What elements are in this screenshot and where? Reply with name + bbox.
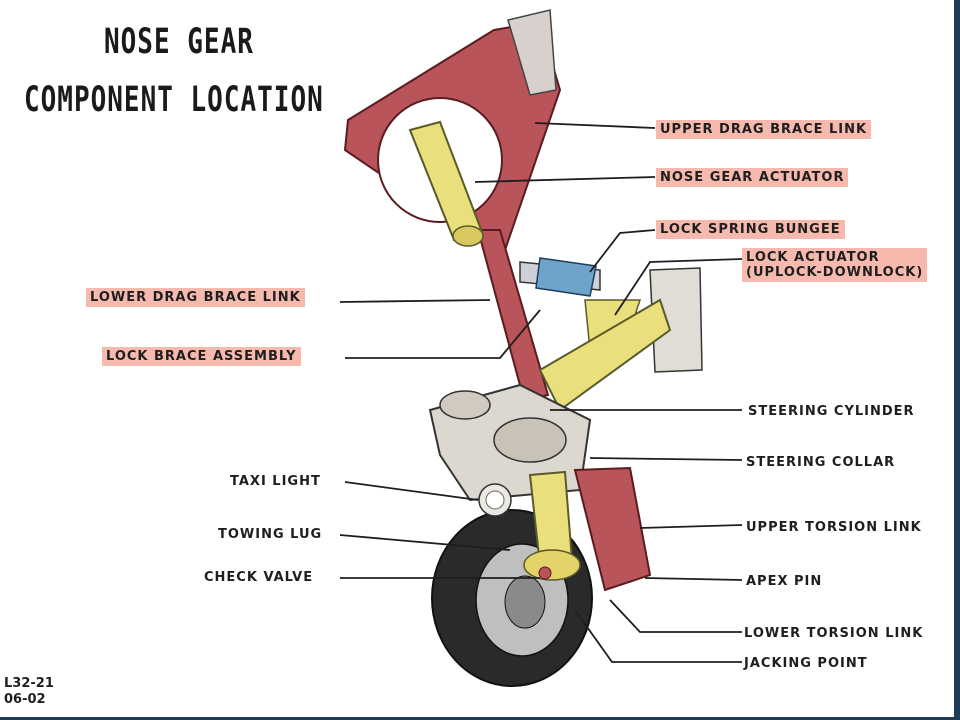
leader-jacking-point [574,609,742,663]
label-nose-gear-actuator: NOSE GEAR ACTUATOR [656,168,849,187]
leader-upper-drag-brace-link [534,122,656,129]
leader-towing-lug [339,534,511,551]
leader-lower-drag-brace-link [339,299,491,303]
leader-upper-torsion-link [639,524,743,529]
leader-lock-brace-assembly [345,309,541,359]
leader-lock-actuator [614,258,743,316]
bottom-border [0,717,960,720]
figure-code-line-2: 06-02 [4,692,46,707]
label-steering-collar: STEERING COLLAR [746,455,896,470]
leader-apex-pin [644,577,743,581]
label-lock-actuator: LOCK ACTUATOR (UPLOCK-DOWNLOCK) [742,248,928,282]
label-lock-spring-bungee: LOCK SPRING BUNGEE [656,220,845,239]
lock-spring-bungee-shape [519,257,601,297]
label-steering-cylinder: STEERING CYLINDER [748,404,915,419]
figure-code-line-1: L32-21 [4,676,54,691]
label-towing-lug: TOWING LUG [218,527,323,542]
leader-taxi-light [344,481,479,501]
leader-nose-gear-actuator [474,176,656,183]
title-line-2: COMPONENT LOCATION [24,80,324,121]
label-lock-actuator-line-2: (UPLOCK-DOWNLOCK) [746,265,924,280]
title-line-1: NOSE GEAR [104,22,254,63]
lock-brace-yellow [538,298,672,412]
torsion-links [573,466,652,592]
label-apex-pin: APEX PIN [746,574,823,589]
nose-gear-actuator-shape [408,120,484,247]
label-lock-actuator-line-1: LOCK ACTUATOR [746,250,880,265]
label-jacking-point: JACKING POINT [744,656,868,671]
label-check-valve: CHECK VALVE [204,570,314,585]
leader-lines [339,122,743,663]
taxi-light-shape [478,483,512,517]
label-upper-torsion-link: UPPER TORSION LINK [746,520,922,535]
label-lock-brace-assembly: LOCK BRACE ASSEMBLY [102,347,301,366]
shock-strut [523,470,581,581]
lower-drag-brace-strut [476,229,550,402]
leader-steering-collar [589,457,743,461]
leader-lower-torsion-link [609,599,742,633]
label-upper-drag-brace-link: UPPER DRAG BRACE LINK [656,120,872,139]
right-border [954,0,960,720]
leader-lock-spring-bungee [589,229,656,273]
label-taxi-light: TAXI LIGHT [230,474,321,489]
label-lower-drag-brace-link: LOWER DRAG BRACE LINK [86,288,305,307]
figure-code: L32-21 06-02 [4,676,54,708]
label-lower-torsion-link: LOWER TORSION LINK [744,626,924,641]
